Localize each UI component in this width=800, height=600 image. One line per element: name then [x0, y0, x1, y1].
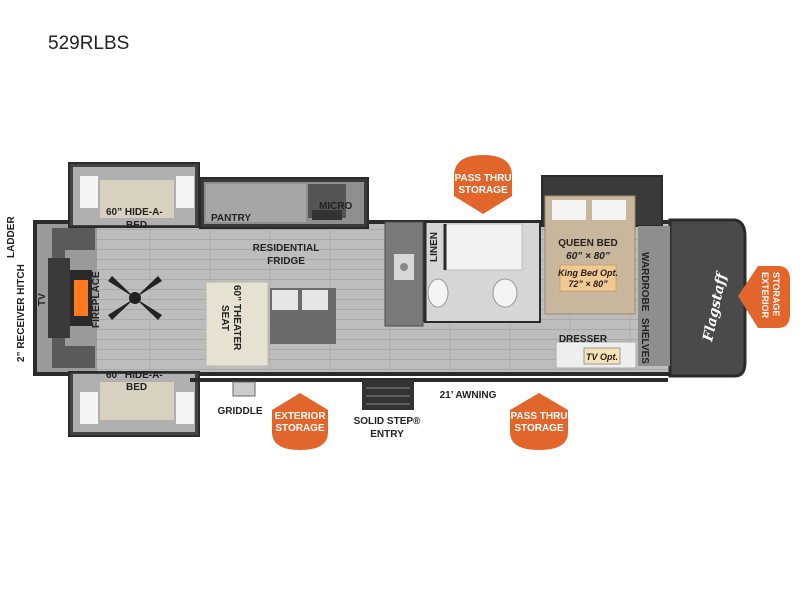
hide-a-bed-top-label-2: BED [126, 220, 147, 231]
griddle-label: GRIDDLE [218, 406, 263, 417]
wardrobe-label: WARDROBE [639, 252, 650, 312]
residential-fridge-label-1: RESIDENTIAL [253, 243, 320, 254]
theater-seat [205, 281, 336, 367]
exterior-bottom-label-1: EXTERIOR [274, 411, 326, 422]
theater-seat-label-2: SEAT [219, 305, 230, 331]
pass-thru-bottom-label-1: PASS THRU [510, 411, 567, 422]
king-bed-size-label: 72” × 80” [568, 279, 608, 289]
shower [445, 223, 523, 271]
theater-seat-label-1: 60” THEATER [231, 285, 242, 351]
slideout-bottom-sofa [68, 371, 200, 437]
bathroom [423, 221, 541, 323]
tv-unit [48, 258, 70, 338]
tv-label: TV [37, 293, 48, 306]
exterior-right-label-2: STORAGE [771, 272, 781, 316]
fireplace-label: FIREPLACE [91, 271, 102, 328]
storage-badge-pass-thru-top [454, 155, 512, 214]
residential-fridge-label-2: FRIDGE [267, 256, 305, 267]
pantry-label: PANTRY [211, 213, 251, 224]
pass-thru-bottom-label-2: STORAGE [514, 423, 564, 434]
storage-badge-exterior-right [738, 266, 790, 328]
griddle-unit [232, 381, 256, 397]
exterior-bottom-label-2: STORAGE [275, 423, 325, 434]
awning-label: 21’ AWNING [440, 390, 497, 401]
receiver-hitch-label: 2” RECEIVER HITCH [16, 264, 27, 362]
kitchen-island [384, 221, 424, 327]
slideout-kitchen [199, 177, 369, 229]
ladder-label: LADDER [6, 216, 17, 258]
pass-thru-top-label-2: STORAGE [458, 185, 508, 196]
model-title: 529RLBS [48, 33, 130, 54]
pass-thru-top-label-1: PASS THRU [454, 173, 511, 184]
entry-steps [362, 380, 414, 410]
hide-a-bed-bottom-label-2: BED [126, 382, 147, 393]
king-bed-opt-label: King Bed Opt. [558, 268, 618, 278]
dresser-label: DRESSER [559, 334, 608, 345]
queen-bed-label: QUEEN BED [558, 238, 617, 249]
storage-badge-pass-thru-bottom [510, 393, 568, 450]
linen-label: LINEN [429, 232, 440, 262]
hide-a-bed-top-label-1: 60” HIDE-A- [106, 207, 163, 218]
shelves-label: SHELVES [639, 318, 650, 364]
exterior-right-label-1: EXTERIOR [760, 272, 770, 319]
solid-step-label-2: ENTRY [370, 429, 404, 440]
tv-opt-label: TV Opt. [586, 352, 618, 362]
bedroom [541, 175, 670, 369]
ceiling-fan-icon [108, 276, 162, 320]
storage-badge-exterior-bottom [272, 393, 328, 450]
sink [492, 278, 518, 308]
micro-label: MICRO [319, 201, 353, 212]
hide-a-bed-bottom-label-1: 60” HIDE-A- [106, 370, 163, 381]
slideout-top-sofa [68, 162, 200, 228]
queen-bed-size-label: 60” × 80” [566, 251, 610, 262]
fireplace-flame [74, 280, 88, 316]
toilet [427, 278, 449, 308]
rear-living [37, 224, 97, 372]
king-bed-tag [559, 264, 617, 292]
solid-step-label-1: SOLID STEP® [354, 416, 421, 427]
